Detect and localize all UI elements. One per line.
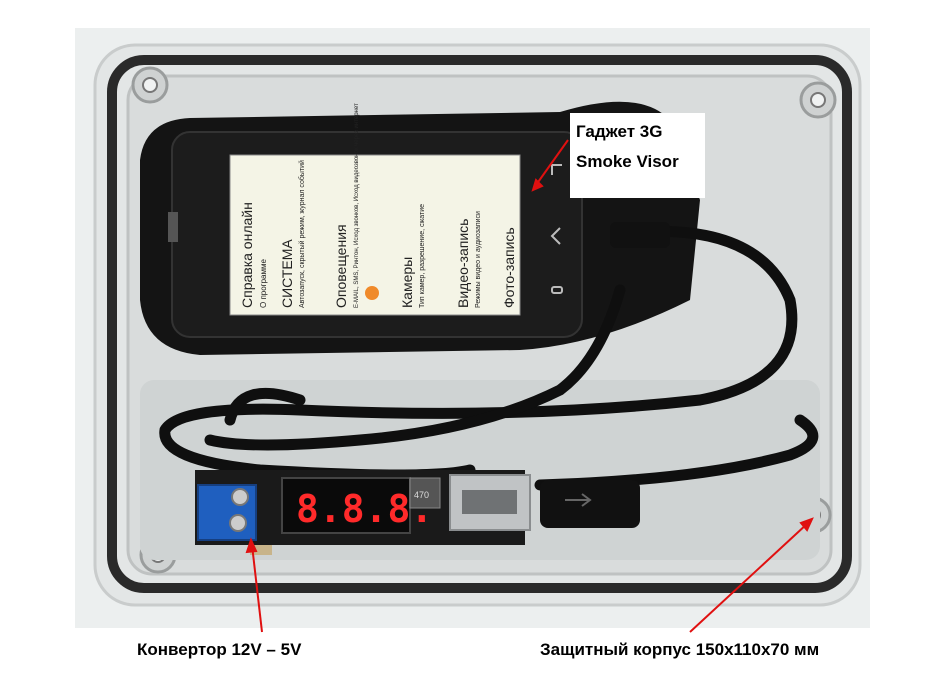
menu-item-4-subtitle: Режимы видео и аудиозаписи bbox=[475, 211, 482, 308]
gadget-caption-line2: Smoke Visor bbox=[576, 152, 679, 171]
menu-item-5-title: Фото-запись bbox=[501, 227, 517, 308]
capacitor-label: 470 bbox=[414, 490, 429, 500]
menu-item-0-subtitle: О программе bbox=[259, 259, 268, 308]
menu-item-2-title: Оповещения bbox=[333, 224, 349, 308]
phone-menu: Справка онлайн О программе СИСТЕМА Автоз… bbox=[239, 103, 517, 308]
usb-logo-icon bbox=[565, 493, 592, 507]
menu-item-1-subtitle: Автозапуск, скрытый режим, журнал событи… bbox=[298, 160, 306, 308]
screen-bullet-icon bbox=[365, 286, 379, 300]
arrow-gadget bbox=[535, 139, 569, 186]
back-key-icon bbox=[550, 227, 561, 245]
menu-item-4-title: Видео-запись bbox=[455, 219, 471, 308]
terminal-screw-1-icon bbox=[231, 488, 249, 506]
gadget-caption-line1: Гаджет 3G bbox=[576, 122, 663, 141]
case-caption: Защитный корпус 150x110x70 мм bbox=[540, 640, 820, 659]
converter-caption: Конвертор 12V – 5V bbox=[137, 640, 302, 659]
arrow-case bbox=[689, 522, 809, 633]
led-display bbox=[281, 477, 411, 534]
case-gasket bbox=[107, 55, 852, 593]
home-key-icon bbox=[551, 286, 563, 294]
phone-side-port bbox=[168, 212, 178, 242]
menu-item-1-title: СИСТЕМА bbox=[279, 239, 295, 308]
menu-key-icon bbox=[551, 164, 562, 175]
terminal-screw-2-icon bbox=[229, 514, 247, 532]
menu-item-2-subtitle: E-MAIL, SMS, Ринтон, Исход звонков, Исхо… bbox=[354, 103, 360, 308]
gadget-caption: Гаджет 3G Smoke Visor bbox=[570, 113, 705, 198]
resistor bbox=[250, 545, 272, 555]
arrow-converter bbox=[251, 544, 263, 633]
pointer-arrows bbox=[245, 139, 814, 633]
usb-plug-converter bbox=[540, 480, 640, 528]
menu-item-0-title: Справка онлайн bbox=[239, 202, 255, 308]
usb-port-slot bbox=[462, 490, 517, 514]
usb-plug-phone bbox=[610, 222, 670, 248]
phone-nav-keys bbox=[550, 164, 563, 294]
capacitor bbox=[409, 477, 441, 509]
menu-item-3-title: Камеры bbox=[399, 257, 415, 308]
menu-item-3-subtitle: Тип камер, разрешение, сжатие bbox=[419, 204, 426, 308]
